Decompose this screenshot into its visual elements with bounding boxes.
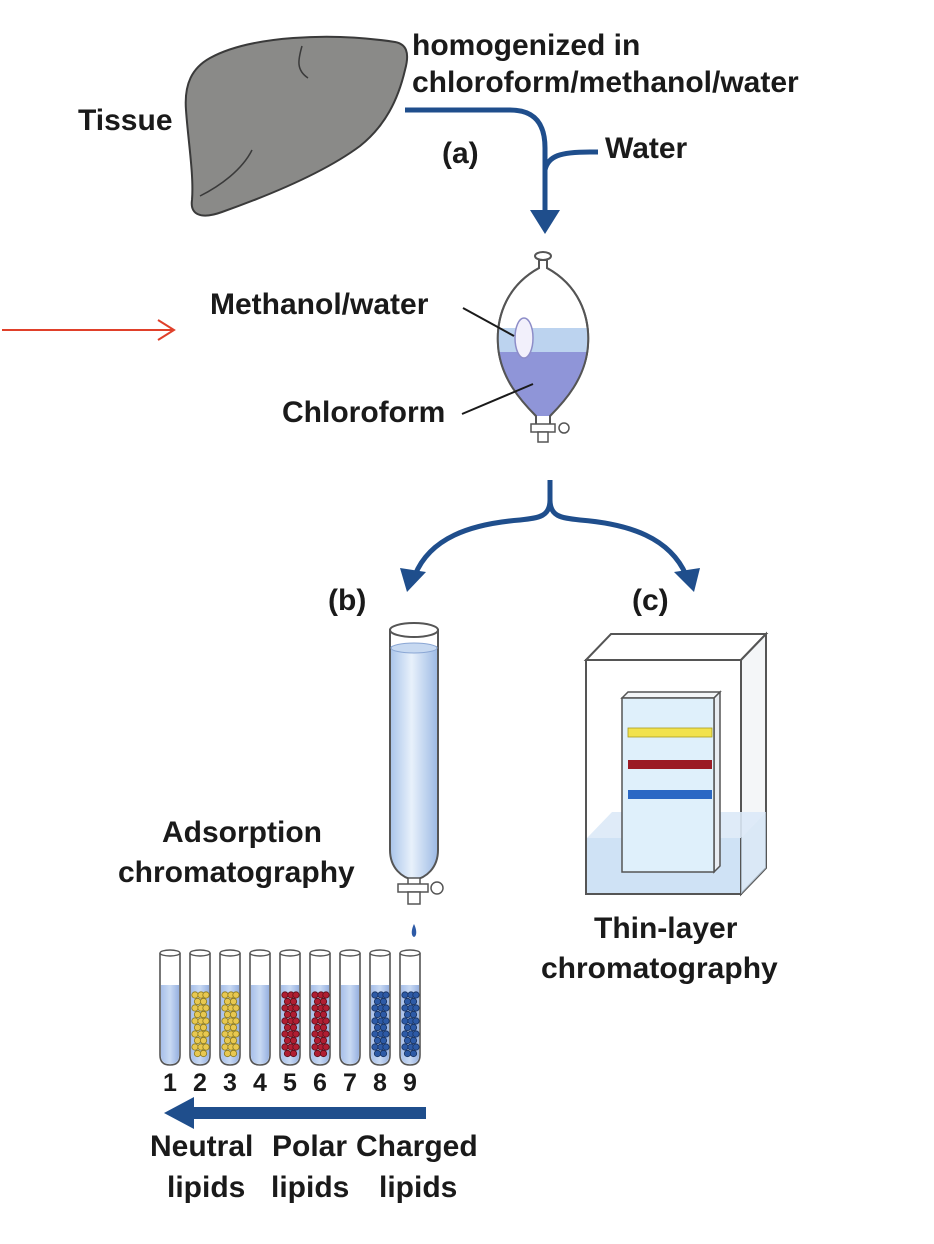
tube-number: 5 [283,1069,297,1097]
lipid-beads-red [281,991,300,1058]
charged-lipids-label-line2: lipids [379,1171,457,1204]
stopcock-icon [558,422,570,434]
test-tube-9 [399,949,421,1066]
test-tube-3 [219,949,241,1066]
adsorption-label-line1: Adsorption [162,816,322,849]
split-arrow-right [547,499,689,577]
neutral-lipids-label-line2: lipids [167,1171,245,1204]
tube-number: 9 [403,1069,417,1097]
chromatography-column [389,622,444,937]
methanol-water-label: Methanol/water [210,288,429,321]
tube-number: 8 [373,1069,387,1097]
tube-number: 3 [223,1069,237,1097]
methanol-water-layer [498,328,588,352]
homogenized-label-line2: chloroform/methanol/water [412,66,799,99]
tlc-band-red [628,760,712,769]
lipid-beads-yellow [221,991,240,1058]
polar-lipids-label-line1: Polar [272,1130,347,1163]
tlc-band-blue [628,790,712,799]
tlc-band-yellow [627,727,713,738]
tube-number: 6 [313,1069,327,1097]
charged-lipids-label-line1: Charged [356,1130,478,1163]
annotation-arrow [2,319,176,341]
test-tube-7 [339,949,361,1066]
chloroform-leader [461,383,534,415]
tube-number: 7 [343,1069,357,1097]
neutral-lipids-label-line1: Neutral [150,1130,253,1163]
tube-liquid [251,985,269,1064]
water-input-line [542,149,598,171]
tlc-label-line1: Thin-layer [594,912,738,945]
homogenized-label-line1: homogenized in [412,29,640,62]
column-stopcock-icon [430,881,444,895]
water-label: Water [605,132,688,165]
adsorption-label-line2: chromatography [118,856,355,889]
liver-lower-line [199,149,253,197]
elution-arrow [164,1097,426,1129]
test-tube-1 [159,949,181,1066]
split-arrowhead-right [674,568,700,592]
lipid-beads-blue [401,991,420,1058]
liver-tissue-icon [184,35,409,217]
tissue-label: Tissue [78,104,173,137]
tube-number: 4 [253,1069,267,1097]
chloroform-label: Chloroform [282,396,445,429]
test-tube-rack [159,949,421,1066]
homogenize-arrow [405,107,550,220]
tlc-plate [621,697,715,873]
homogenize-arrowhead [530,210,560,234]
polar-lipids-label-line2: lipids [271,1171,349,1204]
test-tube-2 [189,949,211,1066]
split-arrowhead-left [400,568,426,592]
step-b-label: (b) [328,584,366,617]
step-c-label: (c) [632,584,669,617]
step-a-label: (a) [442,137,479,170]
tube-number: 1 [163,1069,177,1097]
droplet-icon [411,924,417,937]
tube-number: 2 [193,1069,207,1097]
tlc-tank [583,631,769,897]
test-tube-4 [249,949,271,1066]
split-arrow-left [412,480,553,576]
test-tube-6 [309,949,331,1066]
lipid-beads-red [311,991,330,1058]
tube-liquid [161,985,179,1064]
tube-liquid [341,985,359,1064]
methanol-water-leader [462,307,515,337]
liver-lobe-line [298,45,309,79]
test-tube-8 [369,949,391,1066]
test-tube-5 [279,949,301,1066]
separatory-funnel [496,251,590,443]
chloroform-layer [499,352,587,416]
funnel-highlight [514,317,534,359]
lipid-beads-yellow [191,991,210,1058]
lipid-beads-blue [371,991,390,1058]
tlc-label-line2: chromatography [541,952,778,985]
